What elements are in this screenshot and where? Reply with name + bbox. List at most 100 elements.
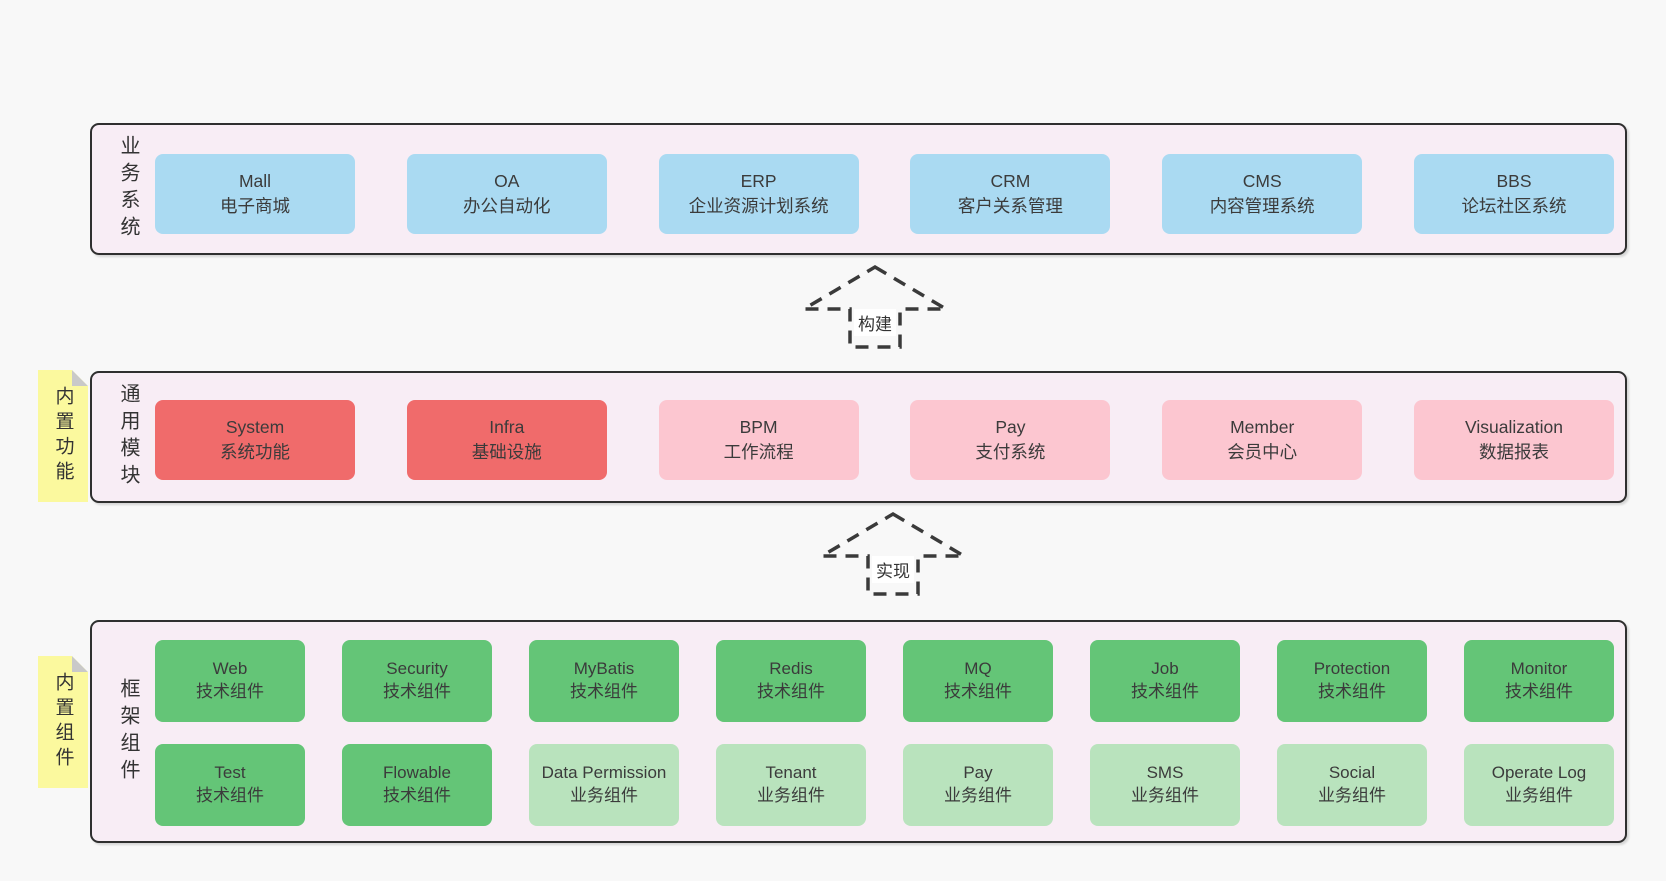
layer-common-modules: 通用模块 System 系统功能 Infra 基础设施 BPM 工作流程 Pay… <box>90 371 1627 503</box>
box-subtitle: 技术组件 <box>1505 682 1573 701</box>
box-web: Web 技术组件 <box>155 640 305 722</box>
box-flowable: Flowable 技术组件 <box>342 744 492 826</box>
sticky-note-built-in-components: 内置组件 <box>38 656 88 788</box>
box-title: Job <box>1151 659 1179 679</box>
folded-corner-icon <box>72 656 88 672</box>
box-subtitle: 技术组件 <box>383 786 451 805</box>
box-security: Security 技术组件 <box>342 640 492 722</box>
arrow-implement-label: 实现 <box>872 556 914 583</box>
box-infra: Infra 基础设施 <box>406 400 607 480</box>
box-title: Redis <box>769 659 813 679</box>
box-title: SMS <box>1146 763 1184 783</box>
box-bpm: BPM 工作流程 <box>658 400 859 480</box>
box-bbs: BBS 论坛社区系统 <box>1413 154 1614 234</box>
box-subtitle: 系统功能 <box>220 442 290 462</box>
box-title: Test <box>214 763 246 783</box>
box-subtitle: 技术组件 <box>944 682 1012 701</box>
box-subtitle: 业务组件 <box>1505 786 1573 805</box>
box-subtitle: 业务组件 <box>944 786 1012 805</box>
box-title: Pay <box>963 763 993 783</box>
layer-framework-components: 框架组件 Web 技术组件 Security 技术组件 MyBatis 技术组件… <box>90 620 1627 843</box>
components-row-2: Test 技术组件 Flowable 技术组件 Data Permission … <box>155 744 1614 826</box>
arrow-build-label: 构建 <box>854 309 896 336</box>
box-mall: Mall 电子商城 <box>155 154 355 234</box>
box-subtitle: 支付系统 <box>975 442 1046 462</box>
box-subtitle: 数据报表 <box>1478 442 1549 462</box>
box-title: CRM <box>990 171 1031 192</box>
box-subtitle: 会员中心 <box>1227 442 1298 462</box>
box-title: Pay <box>995 417 1026 438</box>
box-title: Web <box>212 659 248 679</box>
box-cms: CMS 内容管理系统 <box>1162 154 1363 234</box>
box-title: Mall <box>238 171 272 192</box>
box-title: Member <box>1230 417 1295 438</box>
box-tenant: Tenant 业务组件 <box>716 744 866 826</box>
folded-corner-icon <box>72 370 88 386</box>
box-oa: OA 办公自动化 <box>406 154 607 234</box>
box-erp: ERP 企业资源计划系统 <box>658 154 859 234</box>
box-data-permission: Data Permission 业务组件 <box>529 744 679 826</box>
box-subtitle: 电子商城 <box>220 196 290 216</box>
box-protection: Protection 技术组件 <box>1277 640 1427 722</box>
box-subtitle: 业务组件 <box>570 786 638 805</box>
box-mq: MQ 技术组件 <box>903 640 1053 722</box>
box-title: BPM <box>739 417 778 438</box>
layer-label-business: 业务系统 <box>117 135 139 243</box>
box-subtitle: 技术组件 <box>1318 682 1386 701</box>
box-subtitle: 业务组件 <box>757 786 825 805</box>
box-redis: Redis 技术组件 <box>716 640 866 722</box>
box-title: Operate Log <box>1491 763 1587 783</box>
box-subtitle: 技术组件 <box>570 682 638 701</box>
box-monitor: Monitor 技术组件 <box>1464 640 1614 722</box>
box-subtitle: 技术组件 <box>1131 682 1199 701</box>
box-pay-biz: Pay 业务组件 <box>903 744 1053 826</box>
box-subtitle: 技术组件 <box>196 786 264 805</box>
box-title: Flowable <box>382 763 452 783</box>
box-system: System 系统功能 <box>155 400 355 480</box>
sticky-note-text: 内置功能 <box>52 386 74 486</box>
box-subtitle: 业务组件 <box>1131 786 1199 805</box>
business-row: Mall 电子商城 OA 办公自动化 ERP 企业资源计划系统 CRM 客户关系… <box>155 154 1614 234</box>
box-member: Member 会员中心 <box>1162 400 1363 480</box>
box-title: Data Permission <box>541 763 667 783</box>
modules-row: System 系统功能 Infra 基础设施 BPM 工作流程 Pay 支付系统… <box>155 400 1614 480</box>
box-title: MQ <box>964 659 992 679</box>
box-subtitle: 企业资源计划系统 <box>688 196 829 216</box>
box-title: Infra <box>489 417 525 438</box>
box-visualization: Visualization 数据报表 <box>1413 400 1614 480</box>
box-subtitle: 技术组件 <box>196 682 264 701</box>
box-title: Tenant <box>765 763 817 783</box>
box-title: System <box>225 417 285 438</box>
box-subtitle: 客户关系管理 <box>957 196 1063 216</box>
box-title: Security <box>386 659 448 679</box>
components-row-1: Web 技术组件 Security 技术组件 MyBatis 技术组件 Redi… <box>155 640 1614 722</box>
box-subtitle: 技术组件 <box>383 682 451 701</box>
box-subtitle: 基础设施 <box>471 442 542 462</box>
arrow-build: 构建 <box>800 262 950 352</box>
box-title: BBS <box>1496 171 1532 192</box>
box-social: Social 业务组件 <box>1277 744 1427 826</box>
box-title: ERP <box>740 171 777 192</box>
box-title: Visualization <box>1465 417 1563 438</box>
sticky-note-text: 内置组件 <box>52 672 74 772</box>
box-subtitle: 业务组件 <box>1318 786 1386 805</box>
box-subtitle: 工作流程 <box>723 442 794 462</box>
layer-label-modules: 通用模块 <box>117 383 139 491</box>
box-mybatis: MyBatis 技术组件 <box>529 640 679 722</box>
box-test: Test 技术组件 <box>155 744 305 826</box>
box-title: Social <box>1328 763 1376 783</box>
box-title: CMS <box>1242 171 1282 192</box>
box-subtitle: 内容管理系统 <box>1209 196 1315 216</box>
box-operate-log: Operate Log 业务组件 <box>1464 744 1614 826</box>
sticky-note-built-in-features: 内置功能 <box>38 370 88 502</box>
box-subtitle: 技术组件 <box>757 682 825 701</box>
up-arrow-dashed-icon <box>818 511 968 596</box>
layer-label-components: 框架组件 <box>117 677 139 786</box>
box-subtitle: 办公自动化 <box>463 196 551 216</box>
arrow-implement: 实现 <box>818 509 968 599</box>
box-title: Monitor <box>1510 659 1568 679</box>
box-job: Job 技术组件 <box>1090 640 1240 722</box>
box-subtitle: 论坛社区系统 <box>1461 196 1567 216</box>
box-title: OA <box>494 171 520 192</box>
